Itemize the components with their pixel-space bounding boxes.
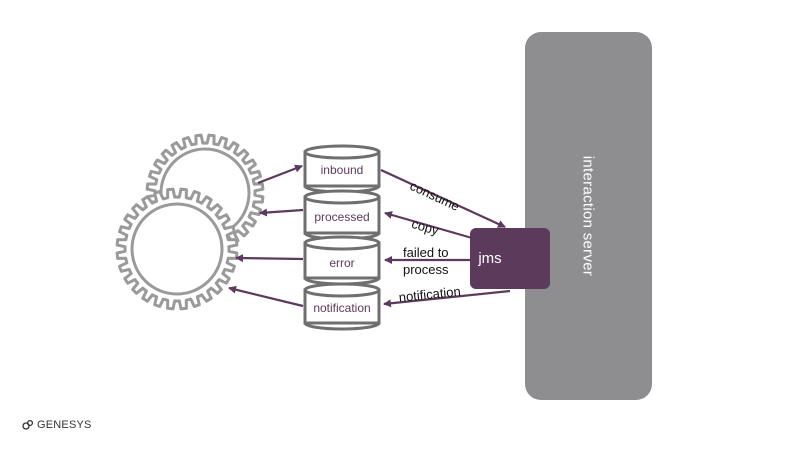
edge-label-failed-line2: process (403, 262, 449, 277)
queue-processed-label: processed (314, 210, 370, 224)
queue-notification-cylinder (303, 282, 381, 331)
genesys-logo-icon (22, 419, 34, 430)
arrow-notification-to-gear (228, 285, 304, 308)
jms-box: jms (470, 228, 550, 289)
arrow-notification (383, 289, 511, 308)
genesys-logo: GENESYS (22, 419, 92, 431)
interaction-server-label: interaction server (579, 155, 597, 277)
queue-inbound-label: inbound (320, 163, 364, 177)
genesys-logo-text: GENESYS (37, 419, 92, 431)
queue-notification-label: notification (313, 301, 371, 315)
gear-front-hub (130, 202, 224, 296)
queue-error-cylinder (303, 235, 381, 286)
arrow-copy (384, 211, 473, 240)
arrow-consume (380, 169, 506, 228)
queue-inbound-cylinder (303, 144, 381, 194)
arrow-inbound-to-gear (257, 164, 303, 185)
edge-label-failed-line1: failed to (403, 245, 449, 260)
interaction-server-box (525, 32, 652, 400)
arrow-processed-to-gear (259, 208, 304, 217)
arrow-error-to-gear (235, 254, 304, 263)
queue-error-label: error (329, 256, 355, 270)
gear-front-icon (115, 187, 239, 311)
